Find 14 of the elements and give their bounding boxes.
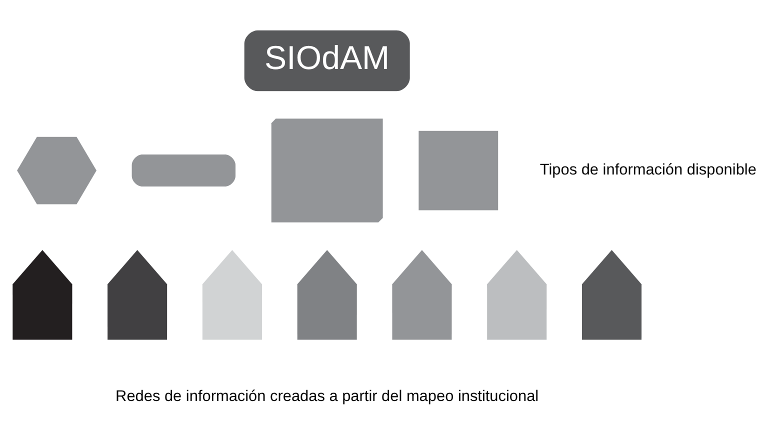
node-pentagon bbox=[202, 249, 262, 340]
node-pentagon bbox=[108, 249, 168, 340]
node-stack bbox=[271, 118, 383, 222]
label: Redes de información creadas a partir del mapeo institucional bbox=[116, 387, 539, 404]
node-pentagon bbox=[582, 249, 642, 340]
node-pentagon bbox=[487, 249, 547, 340]
node-pill bbox=[132, 154, 236, 186]
node-pentagon bbox=[392, 249, 452, 340]
label: Tipos de información disponible bbox=[540, 161, 756, 178]
node-pentagon bbox=[297, 249, 357, 340]
node-box: SIOdAM bbox=[244, 30, 410, 91]
node-pentagon bbox=[12, 249, 72, 340]
node-hexagon bbox=[17, 136, 96, 204]
node-box bbox=[418, 130, 498, 210]
